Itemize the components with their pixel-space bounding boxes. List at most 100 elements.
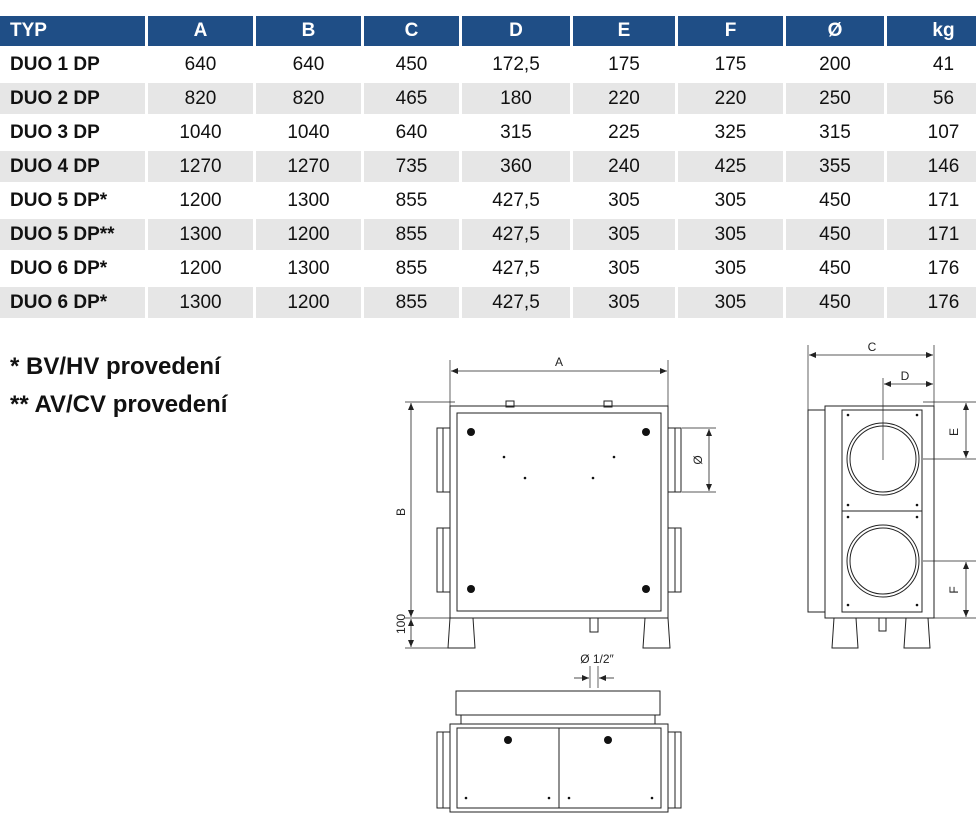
value-cell: 820 (148, 83, 253, 114)
value-cell: 855 (364, 287, 459, 318)
value-cell: 305 (608, 189, 640, 211)
type-cell: DUO 6 DP* (0, 287, 145, 318)
table-row: DUO 1 DP 640 640 450 172,5 175 175 200 41 (0, 49, 976, 80)
value-cell: 360 (462, 151, 570, 182)
value-cell: 1200 (256, 287, 361, 318)
label-drain: Ø 1/2″ (580, 652, 614, 666)
top-view (436, 690, 682, 813)
value-cell: 1270 (148, 151, 253, 182)
value-cell: 240 (573, 151, 675, 182)
value-cell: 1300 (287, 257, 330, 279)
value-cell: 1040 (287, 121, 330, 143)
header-c: C (364, 16, 459, 46)
type-cell: DUO 4 DP (0, 151, 145, 182)
value-cell: 1300 (148, 287, 253, 318)
type-cell: DUO 1 DP (10, 53, 100, 75)
value-cell: 1200 (256, 219, 361, 250)
value-cell: 172,5 (492, 53, 540, 75)
header-b: B (256, 16, 361, 46)
value-cell: 450 (786, 219, 884, 250)
value-cell: 640 (184, 53, 217, 75)
footnote-single-star: * BV/HV provedení (10, 353, 221, 380)
label-diameter: Ø (691, 455, 705, 464)
value-cell: 427,5 (492, 189, 540, 211)
value-cell: 250 (786, 83, 884, 114)
value-cell: 1300 (148, 219, 253, 250)
value-cell: 171 (927, 189, 960, 211)
value-cell: 450 (819, 189, 851, 211)
value-cell: 820 (256, 83, 361, 114)
label-f: F (947, 586, 961, 593)
value-cell: 176 (887, 287, 976, 318)
value-cell: 450 (395, 53, 428, 75)
value-cell: 41 (932, 53, 955, 75)
value-cell: 225 (608, 121, 640, 143)
value-cell: 305 (714, 257, 747, 279)
front-view (405, 360, 716, 688)
top-view-screws (464, 736, 654, 800)
side-view (807, 345, 976, 649)
footnotes: * BV/HV provedení ** AV/CV provedení (10, 348, 227, 424)
value-cell: 305 (678, 287, 783, 318)
header-kg: kg (887, 16, 976, 46)
header-e: E (573, 16, 675, 46)
value-cell: 107 (927, 121, 960, 143)
type-cell: DUO 3 DP (10, 121, 100, 143)
type-cell: DUO 5 DP* (10, 189, 108, 211)
value-cell: 355 (786, 151, 884, 182)
value-cell: 1200 (179, 189, 222, 211)
value-cell: 735 (364, 151, 459, 182)
front-view-screws (467, 428, 650, 593)
value-cell: 425 (678, 151, 783, 182)
value-cell: 450 (819, 257, 851, 279)
value-cell: 450 (786, 287, 884, 318)
header-d: D (462, 16, 570, 46)
value-cell: 855 (364, 219, 459, 250)
value-cell: 200 (819, 53, 851, 75)
value-cell: 305 (714, 189, 747, 211)
value-cell: 315 (819, 121, 851, 143)
type-cell: DUO 5 DP** (0, 219, 145, 250)
value-cell: 180 (462, 83, 570, 114)
value-cell: 305 (573, 287, 675, 318)
value-cell: 640 (395, 121, 428, 143)
value-cell: 220 (573, 83, 675, 114)
value-cell: 1300 (287, 189, 330, 211)
value-cell: 171 (887, 219, 976, 250)
value-cell: 1200 (179, 257, 222, 279)
label-d: D (901, 369, 910, 383)
value-cell: 56 (887, 83, 976, 114)
header-f: F (678, 16, 783, 46)
label-b: B (394, 508, 408, 516)
value-cell: 220 (678, 83, 783, 114)
value-cell: 427,5 (462, 287, 570, 318)
table-row: DUO 5 DP* 1200 1300 855 427,5 305 305 450 171 (0, 185, 976, 216)
value-cell: 305 (678, 219, 783, 250)
label-a: A (555, 355, 563, 369)
type-cell: DUO 6 DP* (10, 257, 108, 279)
value-cell: 175 (714, 53, 747, 75)
value-cell: 1040 (179, 121, 222, 143)
side-view-screws (846, 413, 919, 607)
type-cell: DUO 2 DP (0, 83, 145, 114)
table-header-row: TYP A B C D E F Ø kg (0, 16, 976, 46)
value-cell: 315 (500, 121, 532, 143)
label-c: C (868, 340, 877, 354)
value-cell: 1270 (256, 151, 361, 182)
value-cell: 855 (395, 189, 428, 211)
label-e: E (947, 428, 961, 436)
header-diameter: Ø (786, 16, 884, 46)
label-100: 100 (394, 614, 408, 634)
value-cell: 640 (292, 53, 325, 75)
value-cell: 175 (608, 53, 640, 75)
value-cell: 465 (364, 83, 459, 114)
value-cell: 427,5 (462, 219, 570, 250)
